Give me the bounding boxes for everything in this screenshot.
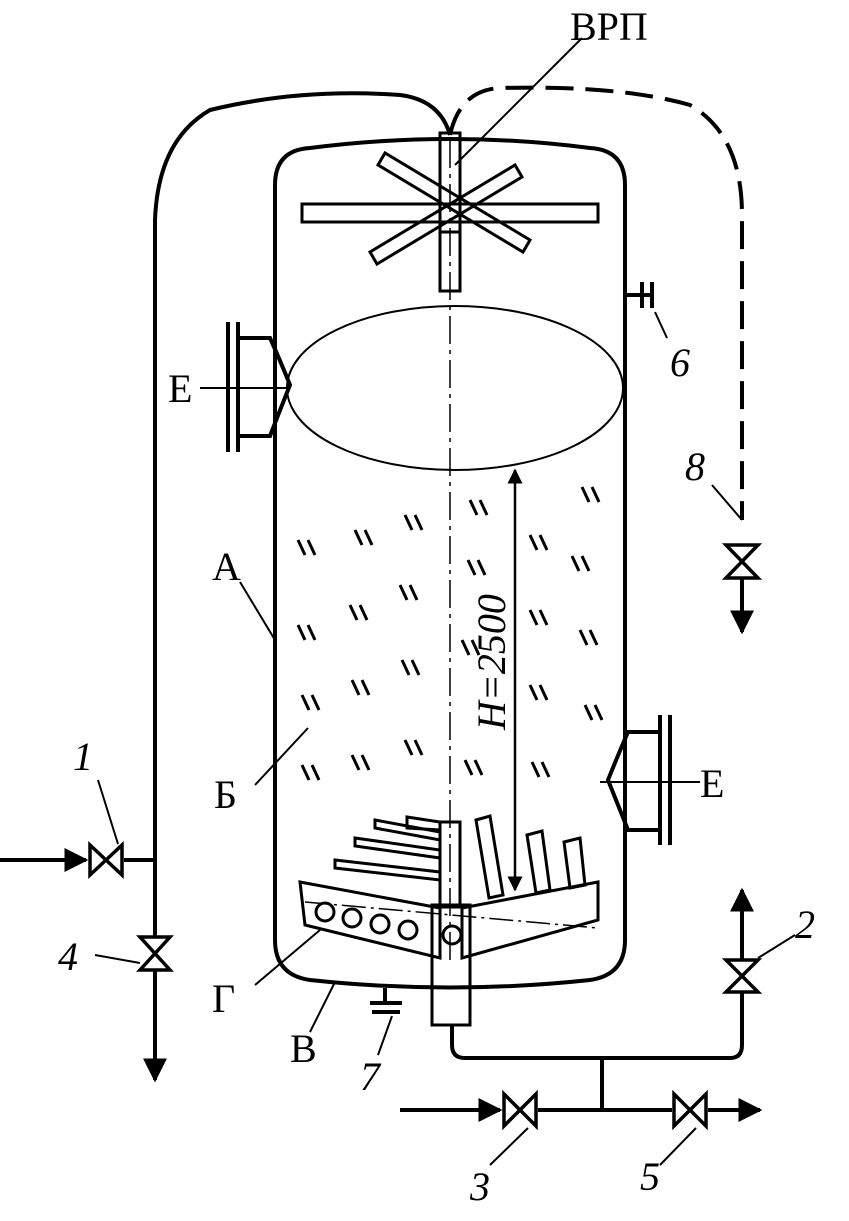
valve-5	[672, 1089, 708, 1131]
label-4: 4	[58, 934, 78, 979]
hatch-left	[200, 322, 293, 452]
valve-3	[502, 1089, 538, 1131]
nozzle-7	[370, 988, 402, 1056]
supply-pipe	[153, 91, 452, 1080]
tank-vessel	[273, 137, 627, 990]
spray-ellipse	[286, 305, 624, 471]
valve-4	[136, 935, 174, 972]
valve-1	[88, 840, 124, 880]
bottom-distributor	[298, 814, 600, 1027]
label-2: 2	[795, 902, 815, 947]
valve-8	[721, 543, 763, 580]
label-height: H=2500	[469, 594, 514, 731]
label-7: 7	[360, 1054, 382, 1099]
nozzle-6	[625, 282, 668, 339]
label-b: Б	[214, 772, 237, 817]
label-8: 8	[685, 444, 705, 489]
label-v: В	[290, 1026, 317, 1071]
label-1: 1	[73, 734, 93, 779]
label-e-left: Е	[168, 366, 192, 411]
label-e-right: Е	[700, 761, 724, 806]
recirc-dashed-pipe	[448, 85, 744, 520]
outlet-pipe	[450, 992, 744, 1060]
valve-2	[721, 958, 763, 994]
hatch-right	[600, 715, 700, 845]
label-3: 3	[469, 1164, 490, 1209]
label-5: 5	[640, 1154, 660, 1199]
label-a: А	[212, 544, 241, 589]
drops-pattern	[296, 486, 604, 781]
label-g: Г	[212, 976, 235, 1021]
label-vrp: ВРП	[570, 4, 648, 49]
label-6: 6	[670, 340, 690, 385]
